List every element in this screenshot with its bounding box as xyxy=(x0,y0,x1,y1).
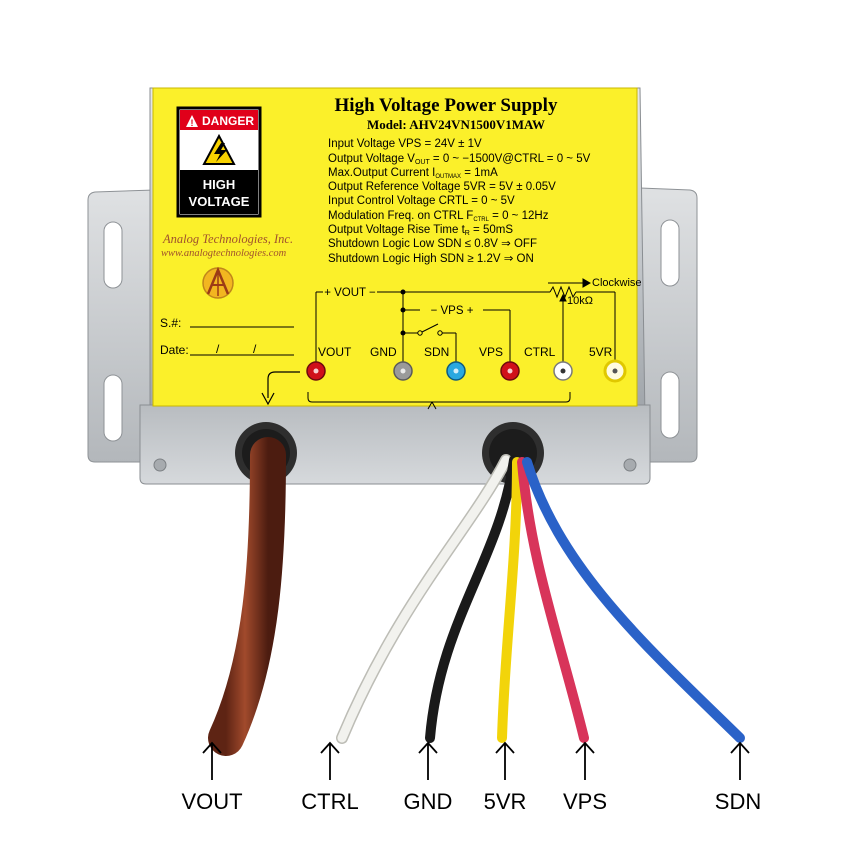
terminal-label-gnd: GND xyxy=(370,345,397,359)
wire-gnd xyxy=(425,455,519,743)
date-sep-1: / xyxy=(216,342,220,356)
left-slot-bottom xyxy=(103,374,123,442)
danger-line2: VOLTAGE xyxy=(189,194,250,209)
terminal-label-vps: VPS xyxy=(479,345,503,359)
wire-label-vout: VOUT xyxy=(181,789,242,814)
wire-sdn xyxy=(522,457,745,743)
terminal-gnd: GND xyxy=(370,345,413,381)
product-title: High Voltage Power Supply xyxy=(335,95,558,116)
junction-dot-1 xyxy=(400,289,406,295)
spec-shutdown-low: Shutdown Logic Low SDN ≤ 0.8V ⇒ OFF xyxy=(328,238,537,250)
pot-value-label: 10kΩ xyxy=(567,295,593,307)
right-mounting-flange xyxy=(639,187,698,463)
screw-right xyxy=(623,458,637,472)
company-name: Analog Technologies, Inc. xyxy=(162,232,293,246)
wire-label-gnd: GND xyxy=(404,789,453,814)
wire-ctrl xyxy=(337,455,511,743)
junction-dot-2 xyxy=(400,307,406,313)
date-sep-2: / xyxy=(253,342,257,356)
danger-header: DANGER xyxy=(202,114,254,128)
terminal-label-vout: VOUT xyxy=(318,345,352,359)
arrow-up-icon-vout xyxy=(202,741,222,780)
serial-label: S.#: xyxy=(160,316,181,330)
terminal-label-5vr: 5VR xyxy=(589,345,613,359)
spec-shutdown-high: Shutdown Logic High SDN ≥ 1.2V ⇒ ON xyxy=(328,253,534,265)
schematic-vout-label: + VOUT − xyxy=(324,287,376,299)
wire-label-ctrl: CTRL xyxy=(301,789,358,814)
terminal-ctrl: CTRL xyxy=(524,345,573,381)
company-logo xyxy=(202,266,234,299)
wire-vps xyxy=(517,457,589,743)
danger-line1: HIGH xyxy=(203,177,236,192)
wire-bundle xyxy=(208,437,745,756)
screw-left xyxy=(153,458,167,472)
danger-sign: ! DANGER HIGH VOLTAGE xyxy=(176,106,262,218)
date-label: Date: xyxy=(160,343,189,357)
right-slot-top xyxy=(660,219,680,287)
junction-dot-3 xyxy=(400,330,406,336)
arrow-up-icon-vps xyxy=(575,741,595,780)
spec-output-voltage: Output Voltage VOUT = 0 ~ −1500V@CTRL = … xyxy=(328,153,591,166)
arrow-up-icon-5vr xyxy=(495,741,515,780)
terminal-vout: VOUT xyxy=(306,345,352,381)
clockwise-label: Clockwise xyxy=(592,277,642,289)
wire-vout xyxy=(208,437,286,756)
spec-reference-voltage: Output Reference Voltage 5VR = 5V ± 0.05… xyxy=(328,181,556,193)
terminal-5vr: 5VR xyxy=(589,345,627,383)
terminal-vps: VPS xyxy=(479,345,520,381)
terminal-label-ctrl: CTRL xyxy=(524,345,556,359)
arrow-up-icon-ctrl xyxy=(320,741,340,780)
spec-rise-time: Output Voltage Rise Time tR = 50mS xyxy=(328,224,513,237)
wire-labels xyxy=(202,741,750,780)
spec-modulation-freq: Modulation Freq. on CTRL FCTRL = 0 ~ 12H… xyxy=(328,210,549,223)
wire-label-sdn: SDN xyxy=(715,789,761,814)
arrow-up-icon-sdn xyxy=(730,741,750,780)
terminal-row: VOUT GND SDN VPS CTRL 5VR xyxy=(306,345,627,383)
schematic-vps-label: − VPS + xyxy=(431,305,474,317)
wire-label-vps: VPS xyxy=(563,789,607,814)
danger-exclaim: ! xyxy=(191,118,194,128)
output-arrow-icon xyxy=(261,371,300,406)
right-slot-bottom xyxy=(660,371,680,439)
left-slot-top xyxy=(103,221,123,289)
wiring-schematic xyxy=(307,278,616,410)
spec-control-voltage: Input Control Voltage CRTL = 0 ~ 5V xyxy=(328,195,515,207)
terminal-label-sdn: SDN xyxy=(424,345,449,359)
spec-list: Input Voltage VPS = 24V ± 1V Output Volt… xyxy=(328,138,591,265)
spec-max-current: Max.Output Current IOUTMAX = 1mA xyxy=(328,167,498,180)
wire-label-5vr: 5VR xyxy=(484,789,527,814)
model-number: Model: AHV24VN1500V1MAW xyxy=(367,117,545,132)
enclosure-front-face xyxy=(139,404,651,485)
wire-5vr xyxy=(497,457,522,743)
company-url: www.analogtechnologies.com xyxy=(161,248,287,259)
terminal-sdn: SDN xyxy=(424,345,466,381)
lightning-bolt-icon xyxy=(214,143,227,162)
left-mounting-flange xyxy=(87,189,161,463)
spec-input-voltage: Input Voltage VPS = 24V ± 1V xyxy=(328,138,482,150)
arrow-up-icon-gnd xyxy=(418,741,438,780)
